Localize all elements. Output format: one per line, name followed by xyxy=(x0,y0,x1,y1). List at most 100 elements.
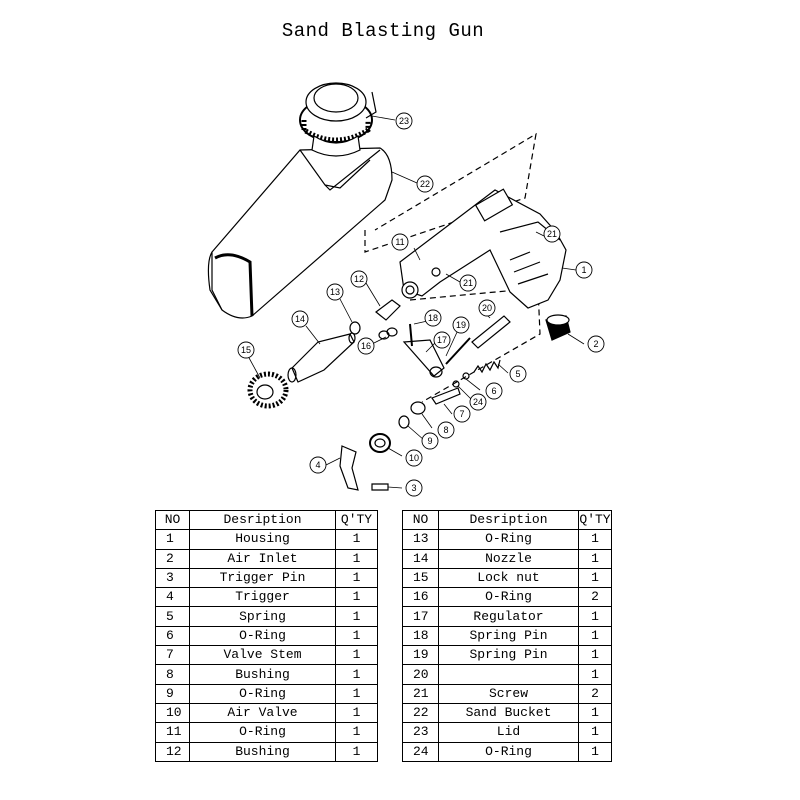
part-quantity: 1 xyxy=(578,664,612,685)
callout-21-lower: 21 xyxy=(459,274,477,292)
part-number: 9 xyxy=(155,683,190,704)
part-description: Nozzle xyxy=(438,548,579,569)
header-qty: Q'TY xyxy=(335,509,378,531)
part-number: 24 xyxy=(402,741,439,762)
part-quantity: 1 xyxy=(578,741,612,762)
table-header-row: NO Desription Q'TY xyxy=(155,509,378,531)
callout-9: 9 xyxy=(421,432,439,450)
o-ring-9-part xyxy=(398,415,410,429)
part-quantity: 1 xyxy=(335,722,378,743)
svg-text:9: 9 xyxy=(427,436,432,446)
air-valve-part xyxy=(369,433,391,453)
part-description: Bushing xyxy=(189,664,336,685)
part-number: 13 xyxy=(402,529,439,550)
svg-text:5: 5 xyxy=(515,369,520,379)
part-quantity: 1 xyxy=(335,587,378,608)
part-quantity: 1 xyxy=(335,683,378,704)
part-number: 1 xyxy=(155,529,190,550)
svg-text:10: 10 xyxy=(409,453,419,463)
part-quantity: 1 xyxy=(335,567,378,589)
callout-21-upper: 21 xyxy=(543,225,561,243)
svg-text:15: 15 xyxy=(241,345,251,355)
part-quantity: 1 xyxy=(578,529,612,550)
svg-text:19: 19 xyxy=(456,320,466,330)
air-inlet-part xyxy=(545,314,571,341)
header-description: Desription xyxy=(438,509,579,531)
callout-16: 16 xyxy=(357,337,375,355)
part-description: Spring Pin xyxy=(438,625,579,647)
spring-part xyxy=(473,359,501,374)
part-number: 12 xyxy=(155,741,190,762)
part-description: Sand Bucket xyxy=(438,702,579,724)
part-number: 7 xyxy=(155,645,190,666)
o-ring-13-part xyxy=(349,321,361,335)
part-20 xyxy=(471,315,511,349)
part-quantity: 1 xyxy=(335,664,378,685)
svg-text:3: 3 xyxy=(411,483,416,493)
part-number: 21 xyxy=(402,683,439,704)
part-number: 5 xyxy=(155,606,190,627)
part-number: 6 xyxy=(155,625,190,647)
svg-text:18: 18 xyxy=(428,313,438,323)
nozzle-part xyxy=(287,332,356,383)
header-no: NO xyxy=(155,509,190,531)
sand-bucket-part xyxy=(207,147,393,319)
part-description: O-Ring xyxy=(189,722,336,743)
part-quantity: 1 xyxy=(578,722,612,743)
callout-17: 17 xyxy=(433,331,451,349)
part-description: O-Ring xyxy=(189,683,336,704)
part-description: Trigger Pin xyxy=(189,567,336,589)
part-quantity: 1 xyxy=(335,606,378,627)
callout-13: 13 xyxy=(326,283,344,301)
header-no: NO xyxy=(402,509,439,531)
part-description: Air Inlet xyxy=(189,548,336,569)
part-number: 17 xyxy=(402,606,439,627)
o-ring-6-part xyxy=(462,372,470,380)
svg-text:24: 24 xyxy=(473,397,483,407)
part-quantity: 1 xyxy=(578,645,612,666)
callout-19: 19 xyxy=(452,316,470,334)
regulator-part xyxy=(402,339,445,378)
o-ring-16b-part xyxy=(386,327,398,337)
part-quantity: 1 xyxy=(335,702,378,724)
callout-8: 8 xyxy=(437,421,455,439)
callout-7: 7 xyxy=(453,405,471,423)
header-description: Desription xyxy=(189,509,336,531)
part-number: 19 xyxy=(402,645,439,666)
svg-text:22: 22 xyxy=(420,179,430,189)
callout-14: 14 xyxy=(291,310,309,328)
svg-text:20: 20 xyxy=(482,303,492,313)
svg-text:12: 12 xyxy=(354,274,364,284)
part-number: 4 xyxy=(155,587,190,608)
callout-4: 4 xyxy=(309,456,327,474)
part-number: 2 xyxy=(155,548,190,569)
part-number: 14 xyxy=(402,548,439,569)
callout-22: 22 xyxy=(416,175,434,193)
svg-text:1: 1 xyxy=(581,265,586,275)
callout-20: 20 xyxy=(478,299,496,317)
part-number: 22 xyxy=(402,702,439,724)
part-quantity: 1 xyxy=(335,625,378,647)
part-quantity: 1 xyxy=(578,606,612,627)
part-description xyxy=(438,664,579,685)
lid-part xyxy=(299,82,377,157)
callout-11: 11 xyxy=(391,233,409,251)
svg-text:16: 16 xyxy=(361,341,371,351)
housing-part xyxy=(399,188,567,309)
trigger-pin-part xyxy=(371,483,389,491)
part-description: Lid xyxy=(438,722,579,743)
callout-23: 23 xyxy=(395,112,413,130)
